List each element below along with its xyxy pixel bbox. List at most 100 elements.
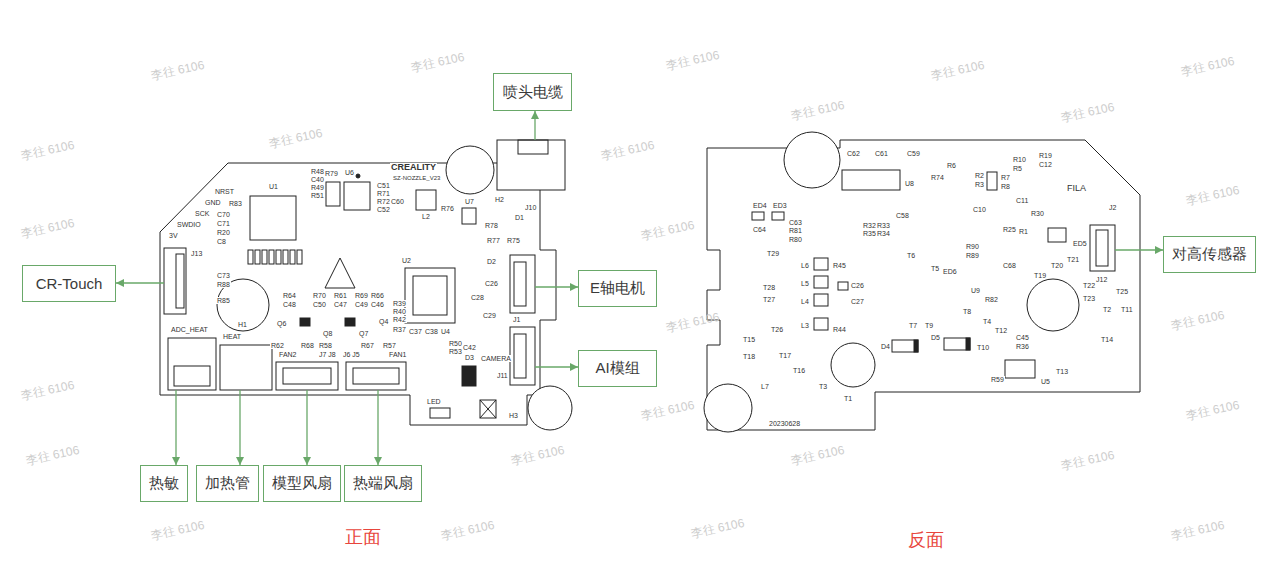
watermark: 李往 6106 bbox=[25, 444, 80, 467]
connector bbox=[497, 140, 565, 190]
callout-label: 热敏 bbox=[149, 474, 179, 493]
silkscreen-label: R34 bbox=[876, 230, 891, 237]
silkscreen-label: R39 bbox=[392, 300, 407, 307]
inductor bbox=[814, 276, 828, 288]
silkscreen-label: R78 bbox=[484, 222, 499, 229]
silkscreen-label: T5 bbox=[930, 265, 940, 272]
silkscreen-label: CREALITY bbox=[390, 163, 437, 172]
silkscreen-label: R68 bbox=[300, 342, 315, 349]
silkscreen-label: J1 bbox=[512, 316, 521, 323]
silkscreen-label: R7 bbox=[1000, 174, 1011, 181]
silkscreen-label: D5 bbox=[930, 334, 941, 341]
silkscreen-label: C8 bbox=[216, 238, 227, 245]
diode bbox=[462, 366, 476, 386]
silkscreen-label: C12 bbox=[1038, 161, 1053, 168]
leader-arrow bbox=[306, 390, 307, 465]
chip bbox=[462, 208, 476, 224]
silkscreen-label: R35 bbox=[862, 230, 877, 237]
inductor bbox=[814, 318, 828, 330]
watermark: 李往 6106 bbox=[1060, 449, 1115, 472]
connector-inner bbox=[176, 254, 184, 308]
silkscreen-label: J7 J8 bbox=[318, 351, 337, 358]
callout-box: E轴电机 bbox=[578, 270, 657, 307]
inductor bbox=[814, 258, 828, 270]
silkscreen-label: T11 bbox=[1120, 306, 1134, 313]
silkscreen-label: R2 bbox=[974, 172, 985, 179]
silkscreen-label: D4 bbox=[880, 343, 891, 350]
recycle-icon bbox=[480, 400, 496, 418]
callout-label: 喷头电缆 bbox=[503, 83, 563, 102]
silkscreen-label: T15 bbox=[742, 336, 756, 343]
silkscreen-label: U9 bbox=[970, 287, 981, 294]
silkscreen-label: R85 bbox=[216, 297, 231, 304]
silkscreen-label: T29 bbox=[766, 250, 780, 257]
diode bbox=[892, 340, 918, 352]
side-title: 正面 bbox=[345, 525, 381, 549]
silkscreen-label: H3 bbox=[508, 412, 519, 419]
callout-box: AI模组 bbox=[578, 350, 657, 387]
silkscreen-label: T22 bbox=[1082, 282, 1096, 289]
silkscreen-label: R75 bbox=[506, 237, 521, 244]
connector-inner bbox=[283, 368, 331, 384]
silkscreen-label: Q8 bbox=[322, 330, 333, 337]
led bbox=[772, 212, 784, 220]
silkscreen-label: T27 bbox=[762, 296, 776, 303]
watermark: 李往 6106 bbox=[600, 139, 655, 162]
connector-inner bbox=[518, 140, 548, 154]
silkscreen-label: D2 bbox=[486, 258, 497, 265]
silkscreen-label: C29 bbox=[482, 312, 497, 319]
silkscreen-label: R19 bbox=[1038, 152, 1053, 159]
silkscreen-label: FAN2 bbox=[278, 351, 298, 358]
silkscreen-label: R40 bbox=[392, 308, 407, 315]
diode-band bbox=[966, 338, 970, 350]
silkscreen-label: R64 bbox=[282, 292, 297, 299]
silkscreen-label: J2 bbox=[1108, 204, 1117, 211]
capacitor bbox=[838, 282, 848, 290]
connector-inner bbox=[353, 368, 399, 384]
watermark: 李往 6106 bbox=[640, 399, 695, 422]
silkscreen-label: C50 bbox=[312, 301, 327, 308]
mount-hole bbox=[704, 384, 752, 432]
silkscreen-label: T13 bbox=[1055, 368, 1069, 375]
silkscreen-label: R59 bbox=[990, 376, 1005, 383]
mount-hole bbox=[446, 146, 494, 194]
callout-label: 模型风扇 bbox=[272, 474, 332, 493]
silkscreen-label: H2 bbox=[494, 196, 505, 203]
callout-box: 热敏 bbox=[140, 465, 188, 502]
watermark: 李往 6106 bbox=[20, 139, 75, 162]
silkscreen-label: C51 bbox=[376, 182, 391, 189]
watermark: 李往 6106 bbox=[410, 51, 465, 74]
watermark: 李往 6106 bbox=[790, 444, 845, 467]
component bbox=[1048, 228, 1066, 242]
transistor bbox=[345, 318, 355, 326]
silkscreen-label: R32 bbox=[862, 222, 877, 229]
silkscreen-label: C40 bbox=[310, 176, 325, 183]
watermark: 李往 6106 bbox=[20, 379, 75, 402]
chip bbox=[842, 170, 900, 190]
recycle-icon bbox=[480, 400, 496, 418]
connector bbox=[220, 345, 272, 390]
watermark: 李往 6106 bbox=[1185, 399, 1240, 422]
silkscreen-label: C52 bbox=[376, 206, 391, 213]
silkscreen-label: R37 bbox=[392, 326, 407, 333]
silkscreen-label: CAMERA bbox=[480, 355, 512, 362]
silkscreen-label: R3 bbox=[974, 181, 985, 188]
silkscreen-label: Q4 bbox=[378, 318, 389, 325]
connector bbox=[510, 327, 535, 385]
chip bbox=[1005, 360, 1035, 378]
silkscreen-label: T10 bbox=[976, 344, 990, 351]
silkscreen-label: C60 bbox=[390, 198, 405, 205]
back-board-outline bbox=[707, 140, 1140, 430]
silkscreen-label: L4 bbox=[800, 298, 810, 305]
silkscreen-label: ED5 bbox=[1072, 240, 1088, 247]
silkscreen-label: L7 bbox=[760, 383, 770, 390]
silkscreen-label: R5 bbox=[1012, 165, 1023, 172]
silkscreen-label: T7 bbox=[908, 322, 918, 329]
silkscreen-label: U1 bbox=[268, 183, 279, 190]
silkscreen-label: C63 bbox=[788, 219, 803, 226]
watermark: 李往 6106 bbox=[510, 444, 565, 467]
watermark: 李往 6106 bbox=[690, 517, 745, 540]
pcb-board: 正面 bbox=[160, 135, 560, 425]
side-title: 反面 bbox=[908, 528, 944, 552]
pin1-dot bbox=[356, 174, 360, 178]
